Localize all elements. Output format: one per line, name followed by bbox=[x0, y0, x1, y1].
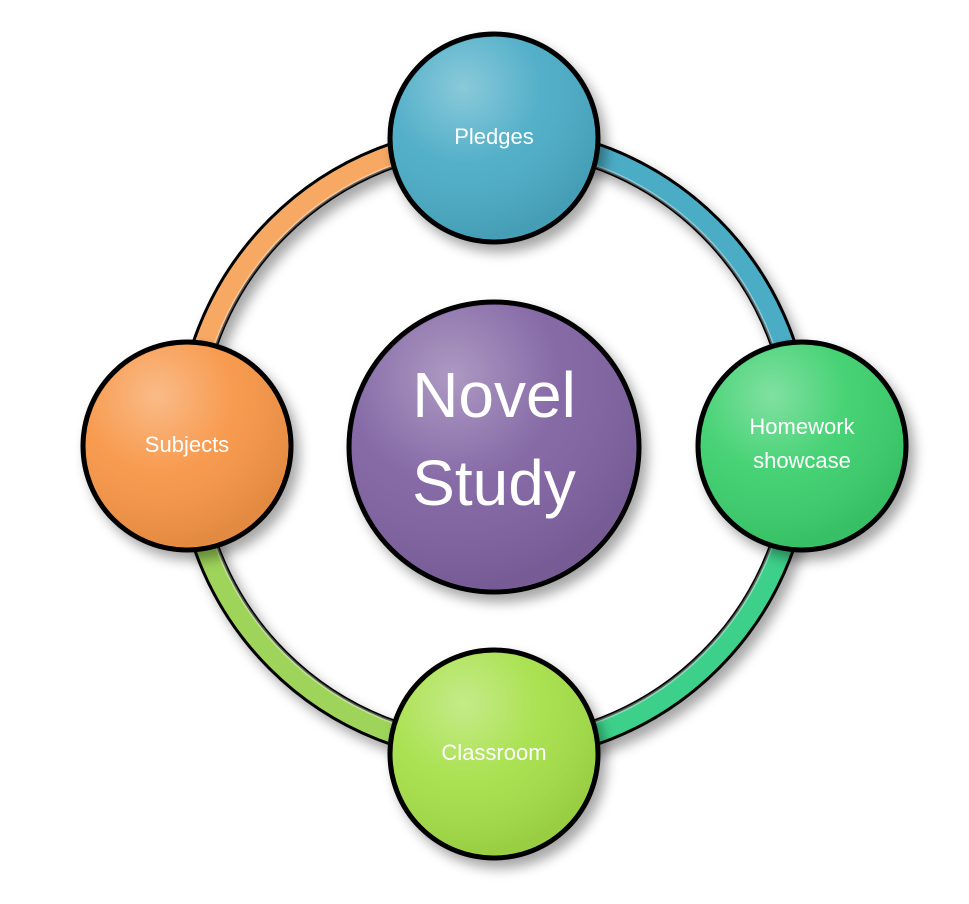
node-pledges-label: Pledges bbox=[454, 124, 534, 149]
node-subjects-label: Subjects bbox=[145, 432, 229, 457]
center-node: Novel Study bbox=[346, 299, 642, 595]
node-homework-label-line1: Homework bbox=[749, 414, 855, 439]
node-pledges: Pledges bbox=[387, 31, 601, 245]
node-subjects: Subjects bbox=[80, 339, 294, 553]
node-classroom-label: Classroom bbox=[441, 740, 546, 765]
center-label-line1: Novel bbox=[412, 359, 576, 431]
node-classroom: Classroom bbox=[387, 647, 601, 861]
node-homework-showcase: Homework showcase bbox=[695, 339, 909, 553]
center-label-line2: Study bbox=[412, 447, 576, 519]
node-homework-label-line2: showcase bbox=[753, 448, 851, 473]
